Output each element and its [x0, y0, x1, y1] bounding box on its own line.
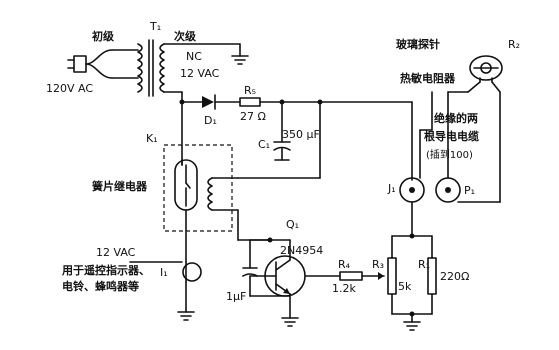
label-cable-line1: 绝缘的两	[434, 111, 478, 125]
label-120vac: 120V AC	[46, 82, 93, 95]
label-c1: C₁	[258, 138, 270, 151]
label-r1: R₁	[418, 258, 430, 271]
label-r3: R₃	[372, 258, 384, 271]
diode-d1	[202, 94, 216, 110]
label-d1: D₁	[204, 114, 217, 127]
label-secondary: 次级	[174, 29, 197, 43]
label-r3-value: 5k	[398, 280, 412, 293]
resistor-r4	[339, 271, 363, 281]
label-q1: Q₁	[286, 218, 299, 231]
label-nc: NC	[186, 50, 202, 63]
jack-j1	[399, 177, 425, 203]
label-r4: R₄	[338, 258, 351, 271]
label-cable-line2: 根导电电缆	[424, 129, 479, 143]
label-12vac-top: 12 VAC	[180, 67, 220, 80]
reed-relay-k1	[163, 144, 239, 232]
label-c1-value: 350 μF	[282, 128, 320, 141]
label-reed-relay: 簧片继电器	[92, 179, 148, 193]
capacitor-c1	[273, 101, 291, 161]
label-j1: J₁	[387, 182, 396, 195]
label-r5: R₅	[244, 84, 256, 97]
label-12vac-bottom: 12 VAC	[96, 246, 136, 259]
label-r4-value: 1.2k	[332, 282, 356, 295]
label-p1: P₁	[464, 184, 475, 197]
label-glass-probe: 玻璃探针	[396, 37, 440, 51]
ac-plug	[67, 49, 113, 79]
label-cable-line3: (插到100)	[426, 148, 473, 161]
capacitor-1uf	[242, 267, 258, 297]
label-t1: T₁	[149, 20, 161, 33]
label-thermistor: 热敏电阻器	[400, 71, 456, 85]
label-r1-value: 220Ω	[440, 270, 469, 283]
label-i1: I₁	[160, 266, 168, 279]
label-1uf: 1μF	[226, 290, 246, 303]
resistor-r5	[239, 97, 261, 107]
label-r5-value: 27 Ω	[240, 110, 266, 123]
plug-p1	[435, 177, 461, 203]
label-remote-line1: 用于遥控指示器、	[62, 263, 150, 277]
transformer-t1	[111, 39, 165, 97]
label-primary: 初级	[92, 29, 115, 43]
label-r2: R₂	[508, 38, 520, 51]
label-q1-part: 2N4954	[280, 244, 323, 257]
glass-probe-r2	[469, 55, 503, 83]
label-k1: K₁	[146, 132, 158, 145]
label-remote-line2: 电铃、蜂鸣器等	[62, 279, 139, 293]
indicator-lamp-i1	[182, 261, 202, 283]
